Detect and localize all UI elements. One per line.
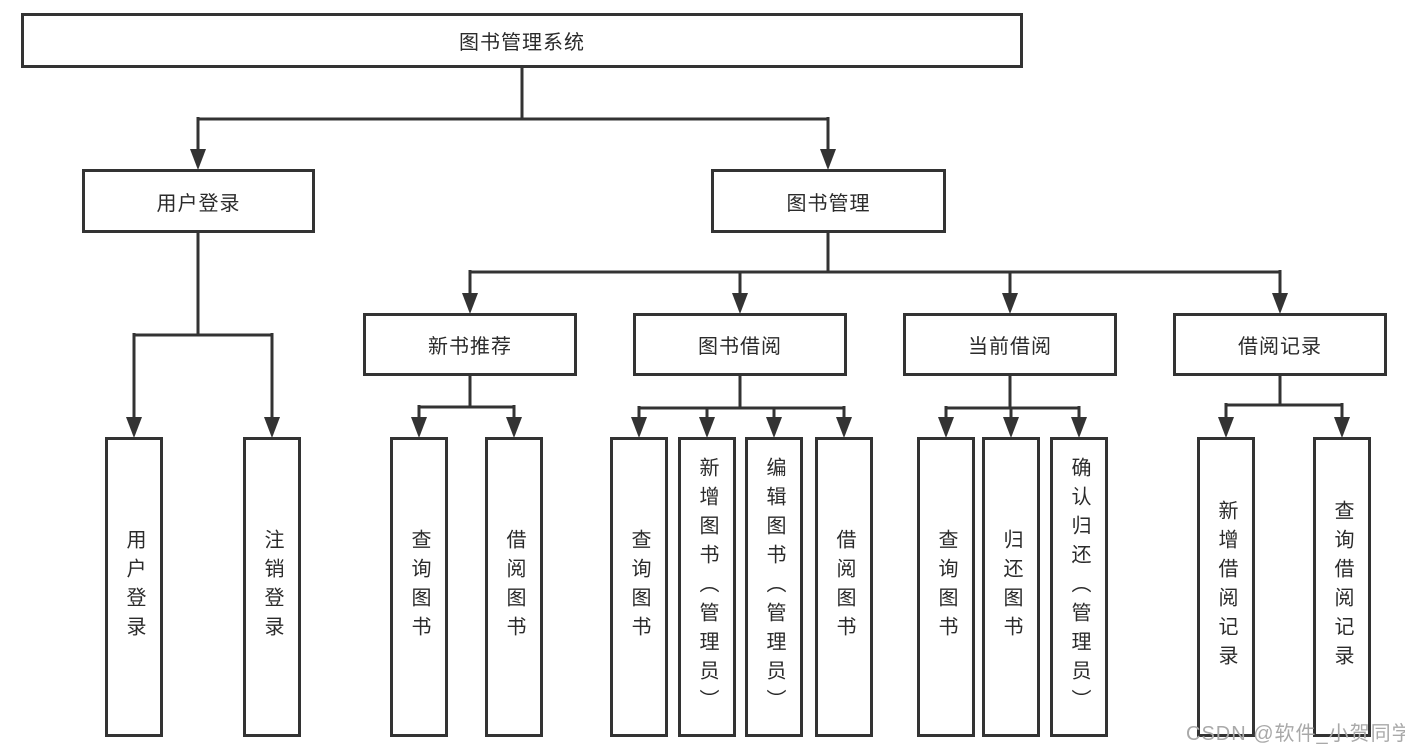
node-current-borrow-label: 当前借阅 [968,336,1052,358]
leaf-borrow-books-recommend: 借阅图书 [485,437,543,737]
root-node-label: 图书管理系统 [459,32,585,54]
leaf-add-books-admin: 新增图书（管理员） [678,437,736,737]
leaf-add-borrow-record-label: 新增借阅记录 [1215,500,1237,674]
leaf-query-borrow-record: 查询借阅记录 [1313,437,1371,737]
node-new-book-recommend: 新书推荐 [363,313,577,376]
leaf-user-login: 用户登录 [105,437,163,737]
arrow-icon [1002,293,1018,314]
node-book-borrow-label: 图书借阅 [698,336,782,358]
root-node: 图书管理系统 [21,13,1023,68]
leaf-add-borrow-record: 新增借阅记录 [1197,437,1255,737]
connector-newbook-to-leaves [417,376,516,421]
leaf-borrow-books-label: 借阅图书 [833,529,855,645]
node-user-login-label: 用户登录 [156,192,241,215]
arrow-icon [126,417,142,438]
arrow-icon [190,149,206,170]
node-book-borrow: 图书借阅 [633,313,847,376]
csdn-watermark: CSDN @软件_小贺同学 [1186,723,1405,745]
arrow-icon [1272,293,1288,314]
arrow-icon [506,417,522,438]
leaf-confirm-return-admin-label: 确认归还（管理员） [1068,456,1090,718]
leaf-borrow-books-recommend-label: 借阅图书 [503,529,525,645]
leaf-query-borrow-record-label: 查询借阅记录 [1331,500,1353,674]
arrow-icon [938,417,954,438]
leaf-edit-books-admin-label: 编辑图书（管理员） [763,456,785,718]
leaf-add-books-admin-label: 新增图书（管理员） [696,456,718,718]
arrow-icon [1003,417,1019,438]
leaf-query-books-borrow: 查询图书 [610,437,668,737]
leaf-logout-label: 注销登录 [261,529,283,645]
node-current-borrow: 当前借阅 [903,313,1117,376]
leaf-user-login-label: 用户登录 [123,529,145,645]
arrow-icon [264,417,280,438]
leaf-query-books-recommend: 查询图书 [390,437,448,737]
connector-record-to-leaves [1224,376,1344,421]
node-book-management-label: 图书管理 [786,192,871,215]
leaf-query-books-borrow-label: 查询图书 [628,529,650,645]
node-new-book-recommend-label: 新书推荐 [428,336,512,358]
arrow-icon [462,293,478,314]
arrow-icon [631,417,647,438]
arrow-icon [820,149,836,170]
arrow-icon [836,417,852,438]
connector-management-to-level3 [468,233,1282,297]
arrow-icon [1334,417,1350,438]
leaf-borrow-books: 借阅图书 [815,437,873,737]
arrow-icon [766,417,782,438]
arrow-icon [1218,417,1234,438]
arrow-icon [699,417,715,438]
connector-login-to-leaves [132,233,274,421]
leaf-query-books-recommend-label: 查询图书 [408,529,430,645]
arrow-icon [411,417,427,438]
leaf-confirm-return-admin: 确认归还（管理员） [1050,437,1108,737]
node-user-login: 用户登录 [82,169,315,233]
leaf-query-books-current: 查询图书 [917,437,975,737]
connector-borrow-to-leaves [637,376,846,421]
arrow-icon [1071,417,1087,438]
arrowheads [126,149,1350,438]
node-borrow-record-label: 借阅记录 [1238,336,1322,358]
leaf-edit-books-admin: 编辑图书（管理员） [745,437,803,737]
arrow-icon [732,293,748,314]
node-borrow-record: 借阅记录 [1173,313,1387,376]
connector-lines [132,67,1344,421]
leaf-logout: 注销登录 [243,437,301,737]
node-book-management: 图书管理 [711,169,946,233]
leaf-return-books-label: 归还图书 [1000,529,1022,645]
leaf-query-books-current-label: 查询图书 [935,529,957,645]
connector-current-to-leaves [944,376,1081,421]
connector-root-to-level2 [196,67,830,154]
leaf-return-books: 归还图书 [982,437,1040,737]
